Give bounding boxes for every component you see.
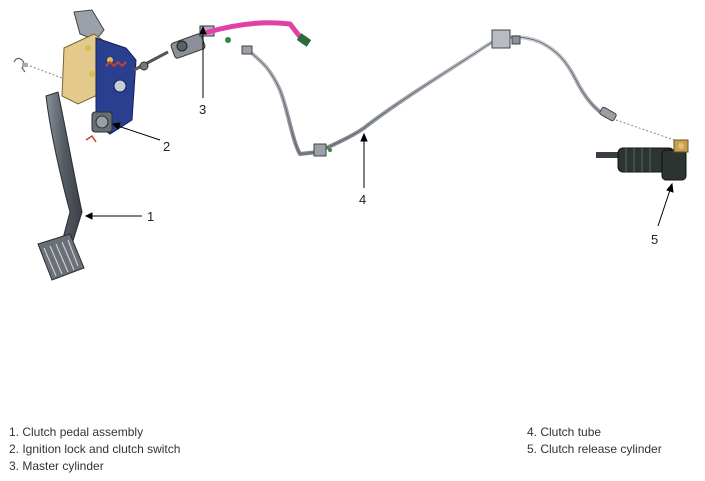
legend-right: 4. Clutch tube 5. Clutch release cylinde… xyxy=(527,424,662,458)
mounting-screw xyxy=(13,57,63,79)
callout-3: 3 xyxy=(199,102,206,117)
pedal-pad xyxy=(37,233,85,281)
leader-lines xyxy=(84,25,674,227)
clutch-tube xyxy=(241,29,681,157)
reservoir-hose xyxy=(205,20,307,45)
callout-2: 2 xyxy=(163,139,170,154)
legend-item-1: 1. Clutch pedal assembly xyxy=(9,425,144,439)
ignition-lock-clutch-switch xyxy=(85,111,113,143)
legend-item-4: 4. Clutch tube xyxy=(527,425,602,439)
clutch-release-cylinder xyxy=(596,139,689,181)
callout-4: 4 xyxy=(359,192,366,207)
callout-1: 1 xyxy=(147,209,154,224)
callout-5: 5 xyxy=(651,232,658,247)
legend-item-2: 2. Ignition lock and clutch switch xyxy=(9,442,181,456)
clutch-pedal-assembly xyxy=(37,9,169,281)
legend-left: 1. Clutch pedal assembly 2. Ignition loc… xyxy=(9,424,180,475)
legend-item-3: 3. Master cylinder xyxy=(9,459,104,473)
master-cylinder xyxy=(170,20,312,59)
legend-item-5: 5. Clutch release cylinder xyxy=(527,442,662,456)
clutch-system-diagram: 1 2 3 4 5 xyxy=(13,9,689,281)
